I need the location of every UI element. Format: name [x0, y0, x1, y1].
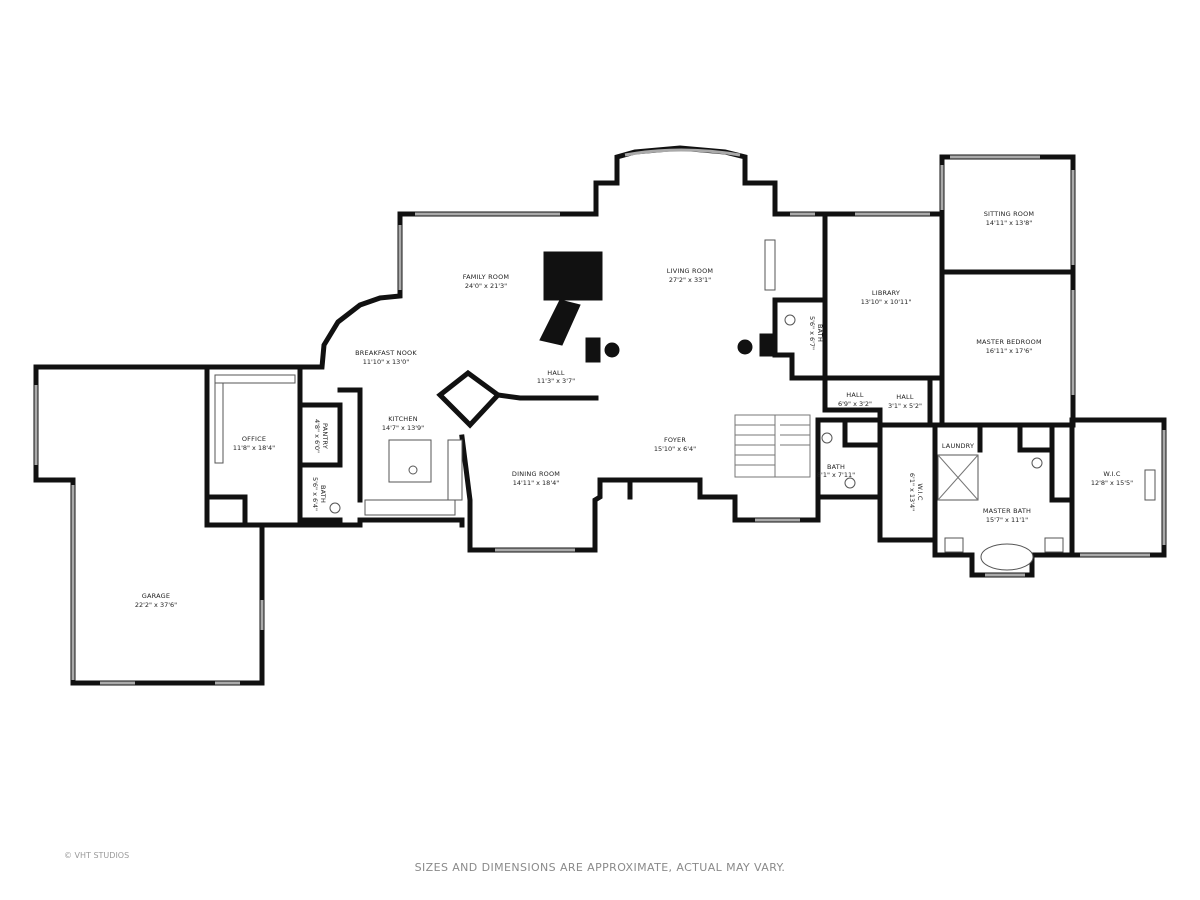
hall-b-dims: 3'1" x 5'2"	[888, 402, 922, 410]
hall-center-dims: 11'3" x 3'7"	[537, 377, 575, 385]
hall-center-label: HALL	[547, 369, 565, 377]
garage-label: GARAGE	[142, 592, 170, 600]
kitchen-dims: 14'7" x 13'9"	[382, 424, 424, 432]
copyright-credit: © VHT STUDIOS	[64, 851, 130, 860]
fixtures	[214, 239, 1156, 571]
pantry-dims: 4'8" x 6'0"	[313, 419, 321, 453]
sitting-room-dims: 14'11" x 13'8"	[986, 219, 1032, 227]
staircase	[734, 414, 811, 478]
master-bedroom-label: MASTER BEDROOM	[976, 338, 1042, 346]
sitting-room-label: SITTING ROOM	[984, 210, 1035, 218]
hall-a-dims: 6'9" x 3'2"	[838, 400, 872, 408]
breakfast-nook-label: BREAKFAST NOOK	[355, 349, 417, 357]
wic-right-label: W.I.C	[1103, 470, 1121, 478]
disclaimer-text: SIZES AND DIMENSIONS ARE APPROXIMATE, AC…	[414, 861, 786, 874]
library-label: LIBRARY	[872, 289, 900, 297]
interior-walls	[204, 211, 1076, 558]
garage-dims: 22'2" x 37'6"	[135, 601, 177, 609]
dining-room-label: DINING ROOM	[512, 470, 560, 478]
master-bath-label: MASTER BATH	[983, 507, 1031, 515]
room-labels: FAMILY ROOM 24'0" x 21'3" LIVING ROOM 27…	[135, 210, 1133, 609]
breakfast-nook-dims: 11'10" x 13'0"	[363, 358, 409, 366]
master-bath-dims: 15'7" x 11'1"	[986, 516, 1028, 524]
laundry-label: LAUNDRY	[942, 442, 974, 450]
master-bedroom-dims: 16'11" x 17'6"	[986, 347, 1032, 355]
bath-powder-dims: 5'6" x 6'7"	[808, 316, 816, 350]
living-room-dims: 27'2" x 33'1"	[669, 276, 711, 284]
bath-small-dims: 5'6" x 6'4"	[311, 477, 319, 511]
wic-right-dims: 12'8" x 15'5"	[1091, 479, 1133, 487]
bath-center-dims: 8'1" x 7'11"	[817, 471, 855, 479]
column-right	[737, 339, 753, 355]
bath-small-label: BATH	[319, 485, 327, 503]
windows	[34, 148, 1166, 685]
bath-powder-label: BATH	[816, 324, 824, 342]
hall-a-label: HALL	[846, 391, 864, 399]
family-room-dims: 24'0" x 21'3"	[465, 282, 507, 290]
office-label: OFFICE	[242, 435, 266, 443]
foyer-dims: 15'10" x 6'4"	[654, 445, 696, 453]
wic-left-label: W.I.C	[916, 483, 924, 501]
pantry-label: PANTRY	[321, 423, 329, 449]
living-room-label: LIVING ROOM	[667, 267, 713, 275]
dining-room-dims: 14'11" x 18'4"	[513, 479, 559, 487]
column-left	[604, 342, 620, 358]
office-dims: 11'8" x 18'4"	[233, 444, 275, 452]
kitchen-label: KITCHEN	[388, 415, 418, 423]
library-dims: 13'10" x 10'11"	[861, 298, 912, 306]
hall-b-label: HALL	[896, 393, 914, 401]
foyer-label: FOYER	[664, 436, 686, 444]
family-room-label: FAMILY ROOM	[463, 273, 509, 281]
wic-left-dims: 6'1" x 13'4"	[908, 473, 916, 511]
bath-center-label: BATH	[827, 463, 845, 471]
